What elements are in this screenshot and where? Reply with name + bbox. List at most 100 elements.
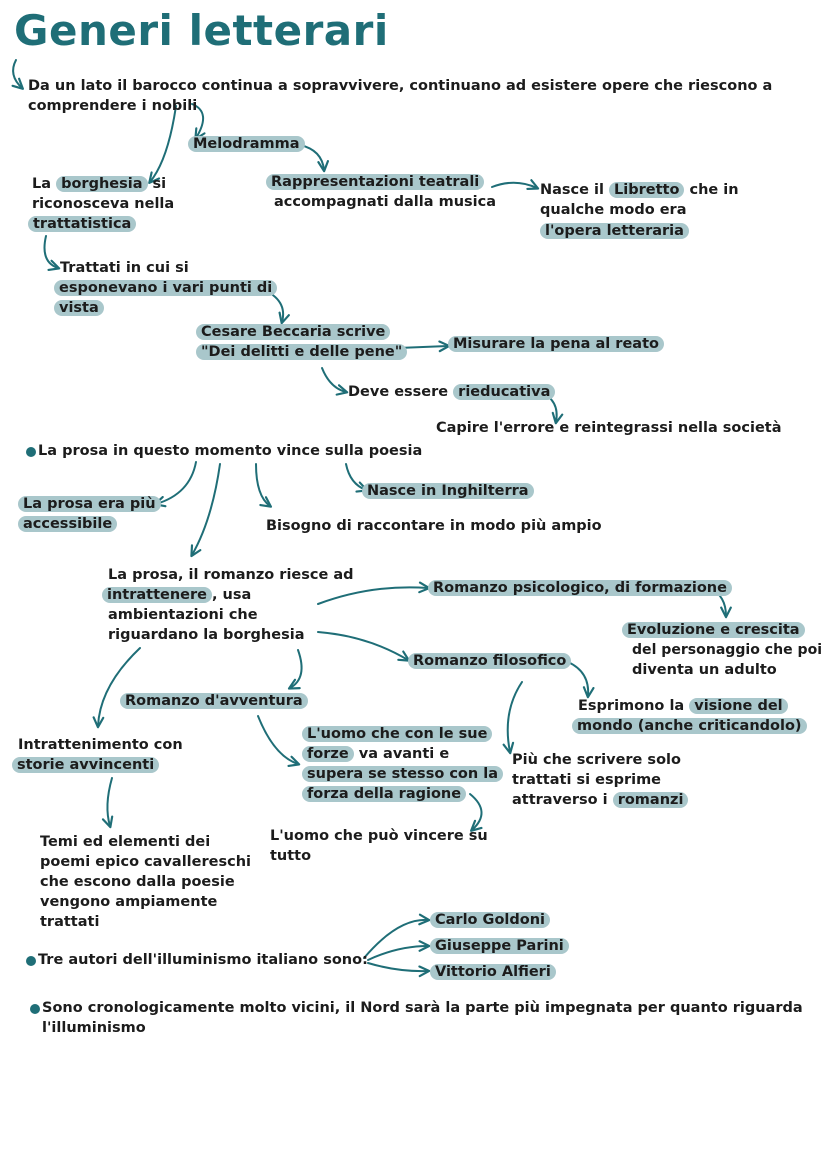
- cronologia-line-2: l'illuminismo: [42, 1020, 146, 1036]
- bullet-dot: [26, 447, 36, 457]
- libretto-line-1: Nasce il Libretto che in: [540, 180, 739, 200]
- evoluzione-line-1: Evoluzione e crescita: [622, 620, 805, 640]
- evoluzione-line-2: del personaggio che poi: [632, 642, 823, 658]
- autore-alfieri-highlight: Vittorio Alfieri: [430, 964, 556, 980]
- psicologico-label: Romanzo psicologico, di formazione: [428, 578, 732, 598]
- trattati-line-1: Trattati in cui si: [60, 260, 189, 276]
- libretto-highlight: Libretto: [609, 182, 685, 198]
- trattati-line-2: esponevano i vari punti di: [54, 278, 278, 298]
- filosofico-highlight: Romanzo filosofico: [408, 653, 572, 669]
- bisogno-line: Bisogno di raccontare in modo più ampio: [266, 518, 602, 534]
- intrattenimento-line-1: Intrattenimento con: [18, 737, 183, 753]
- arrow-prosa-accessibile: [153, 461, 197, 508]
- rieducativa-pre: Deve essere: [348, 384, 454, 400]
- autore-goldoni-highlight: Carlo Goldoni: [430, 912, 551, 928]
- uomo-forza-line-1: L'uomo che con le sue: [302, 724, 493, 744]
- uomo-forza-line-3: supera se stesso con la: [302, 764, 504, 784]
- trattati-line-3: vista: [54, 298, 104, 318]
- arrow-prosa-romanzo: [190, 463, 221, 558]
- rappresentazioni-line-2: accompagnati dalla musica: [274, 194, 496, 210]
- arrow-romanzo-filosofico: [317, 631, 411, 662]
- storie-avvincenti-highlight: storie avvincenti: [12, 757, 160, 773]
- arrow-title-barocco: [11, 59, 24, 90]
- scrivere-pre: attraverso i: [512, 792, 613, 808]
- uomo-forza-line-4-highlight: forza della ragione: [302, 786, 467, 802]
- uomo-vincere-line-1: L'uomo che può vincere su: [270, 828, 488, 844]
- barocco-line-2: comprendere i nobili: [28, 98, 198, 114]
- libretto-line-2: qualche modo era: [540, 202, 687, 218]
- avventura-highlight: Romanzo d'avventura: [120, 693, 308, 709]
- visione-line-2: mondo (anche criticandolo): [572, 716, 807, 736]
- prosa-accessibile-line-2: accessibile: [18, 514, 118, 534]
- inghilterra-label: Nasce in Inghilterra: [362, 481, 534, 501]
- trattatistica-highlight: trattatistica: [28, 216, 137, 232]
- autore-parini: Giuseppe Parini: [430, 936, 569, 956]
- arrow-avventura-uomo: [257, 715, 301, 767]
- prosa-accessibile-line-1: La prosa era più: [18, 494, 161, 514]
- evoluzione-highlight: Evoluzione e crescita: [622, 622, 805, 638]
- intrattenere-highlight: intrattenere: [102, 587, 212, 603]
- arrow-romanzo-avventura: [287, 649, 303, 690]
- autore-goldoni: Carlo Goldoni: [430, 910, 551, 930]
- arrow-romanzo-intrattenimento: [92, 647, 141, 729]
- melodramma-highlight: Melodramma: [188, 136, 305, 152]
- rieducativa-line: Deve essere rieducativa: [348, 382, 556, 402]
- prosa-vince-line: La prosa in questo momento vince sulla p…: [38, 443, 423, 459]
- scrivere-line-1: Più che scrivere solo: [512, 752, 681, 768]
- inghilterra-highlight: Nasce in Inghilterra: [362, 483, 534, 499]
- prosa-accessibile-line-1-highlight: La prosa era più: [18, 496, 161, 512]
- uomo-forza-line-1-highlight: L'uomo che con le sue: [302, 726, 493, 742]
- arrow-barocco-borghesia: [148, 105, 177, 185]
- romanzo-line-3: ambientazioni che: [108, 607, 258, 623]
- psicologico-highlight: Romanzo psicologico, di formazione: [428, 580, 732, 596]
- arrow-filosofico-scrivere: [502, 681, 523, 755]
- arrow-autori-parini: [367, 940, 431, 961]
- rappresentazioni-line-1: Rappresentazioni teatrali: [266, 172, 485, 192]
- temi-line-3: che escono dalla poesie: [40, 874, 235, 890]
- romanzo-line-4: riguardano la borghesia: [108, 627, 305, 643]
- temi-line-1: Temi ed elementi dei: [40, 834, 211, 850]
- borghesia-post: si: [147, 176, 167, 192]
- visione-pre: Esprimono la: [578, 698, 690, 714]
- melodramma-label: Melodramma: [188, 134, 305, 154]
- arrow-romanzo-psicologico: [317, 581, 431, 605]
- borghesia-line-2: riconosceva nella: [32, 196, 175, 212]
- scrivere-line-3: attraverso i romanzi: [512, 790, 689, 810]
- uomo-forza-line-2: forze va avanti e: [302, 744, 449, 764]
- romanzo-line-1: La prosa, il romanzo riesce ad: [108, 567, 354, 583]
- intrattenimento-line-2: storie avvincenti: [12, 755, 160, 775]
- visione-line-1: Esprimono la visione del: [578, 696, 788, 716]
- libretto-post: che in: [684, 182, 739, 198]
- avventura-label: Romanzo d'avventura: [120, 691, 308, 711]
- rieducativa-highlight: rieducativa: [453, 384, 556, 400]
- borghesia-highlight: borghesia: [56, 176, 148, 192]
- borghesia-pre: La: [32, 176, 57, 192]
- capire-line: Capire l'errore e reintegrassi nella soc…: [436, 420, 782, 436]
- visione-line-2-highlight: mondo (anche criticandolo): [572, 718, 807, 734]
- libretto-pre: Nasce il: [540, 182, 610, 198]
- bullet-dot: [30, 1004, 40, 1014]
- arrow-autori-alfieri: [367, 962, 431, 978]
- filosofico-label: Romanzo filosofico: [408, 651, 572, 671]
- bullet-dot: [26, 956, 36, 966]
- libretto-line-3-highlight: l'opera letteraria: [540, 223, 689, 239]
- uomo-forza-line-4: forza della ragione: [302, 784, 467, 804]
- visione-highlight: visione del: [689, 698, 788, 714]
- temi-line-4: vengono ampiamente: [40, 894, 218, 910]
- arrow-intrattenimento-temi: [101, 777, 114, 829]
- tre-autori-line: Tre autori dell'illuminismo italiano son…: [38, 952, 368, 968]
- uomo-forza-line-2-post: va avanti e: [353, 746, 450, 762]
- arrow-beccaria-rieducativa: [321, 367, 349, 396]
- romanzi-highlight: romanzi: [612, 792, 689, 808]
- temi-line-5: trattati: [40, 914, 100, 930]
- borghesia-line-3: trattatistica: [28, 214, 137, 234]
- trattati-line-2-highlight: esponevano i vari punti di: [54, 280, 278, 296]
- evoluzione-line-3: diventa un adulto: [632, 662, 777, 678]
- beccaria-line-2: "Dei delitti e delle pene": [196, 342, 408, 362]
- arrow-barocco-melodramma: [191, 103, 206, 141]
- arrow-uomo-vincere: [469, 793, 483, 832]
- arrow-rappresentazioni-libretto: [491, 179, 540, 190]
- page-title: Generi letterari: [14, 6, 389, 55]
- arrow-beccaria-misurare: [397, 340, 451, 353]
